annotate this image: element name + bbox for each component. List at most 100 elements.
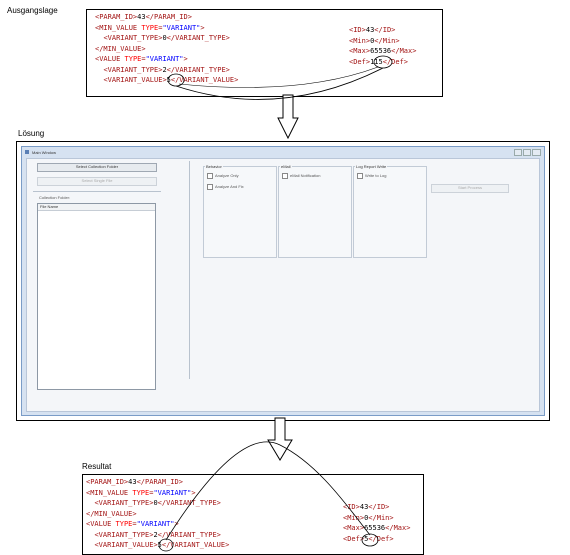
xml-token: <MIN_VALUE — [95, 23, 142, 32]
window-frame: Main Window Select Collection Folder Sel… — [21, 146, 545, 416]
xml-token: 5 — [157, 541, 162, 549]
xml-line: <VARIANT_TYPE>2</VARIANT_TYPE> — [95, 65, 230, 76]
xml-token: = — [132, 520, 137, 528]
file-list[interactable]: File Name — [37, 203, 156, 390]
checkbox-icon — [207, 184, 213, 190]
xml-line: <ID>43</ID> — [343, 502, 389, 513]
checkbox-icon — [282, 173, 288, 179]
xml-token: <MIN_VALUE — [86, 488, 133, 497]
label-ausgangslage: Ausgangslage — [7, 6, 58, 15]
xml-token: 65536 — [364, 524, 386, 532]
xml-token: 0 — [162, 34, 167, 42]
xml-token: <Def> — [349, 57, 371, 66]
xml-token: = — [141, 55, 146, 63]
xml-token: </Max> — [391, 47, 417, 55]
circle-result-value — [158, 538, 174, 552]
xml-token: </VARIANT_TYPE> — [166, 65, 230, 74]
file-list-header[interactable]: File Name — [38, 204, 155, 211]
xml-token: <VARIANT_TYPE> — [103, 34, 163, 42]
xml-line: <VARIANT_TYPE>0</VARIANT_TYPE> — [95, 33, 230, 44]
xml-token: TYPE — [115, 520, 133, 528]
label-resultat: Resultat — [82, 462, 112, 471]
xml-line: <VARIANT_VALUE>5</VARIANT_VALUE> — [86, 540, 229, 551]
select-collection-folder-button[interactable]: Select Collection Folder — [37, 163, 157, 172]
xml-token: <VARIANT_VALUE> — [103, 76, 167, 84]
xml-token: <VARIANT_VALUE> — [94, 541, 158, 549]
xml-line: <MIN_VALUE TYPE="VARIANT"> — [95, 23, 205, 34]
xml-token: <Max> — [349, 47, 371, 55]
checkbox-icon — [357, 173, 363, 179]
xml-line: <MIN_VALUE TYPE="VARIANT"> — [86, 488, 196, 499]
analyze-fix-checkbox[interactable]: Analyze And Fix — [207, 184, 244, 190]
xml-token: TYPE — [132, 488, 150, 497]
xml-token: </PARAM_ID> — [145, 13, 192, 21]
xml-token: <VARIANT_TYPE> — [94, 499, 154, 507]
xml-token: 43 — [365, 26, 375, 34]
xml-token: <Min> — [343, 513, 365, 522]
window-title: Main Window — [32, 150, 57, 155]
xml-token: 0 — [364, 513, 369, 522]
xml-token: > — [200, 23, 205, 32]
xml-line: </MIN_VALUE> — [95, 44, 146, 55]
xml-token: "VARIANT" — [153, 488, 192, 497]
minimize-icon[interactable] — [514, 149, 522, 156]
xml-token: </Def> — [368, 534, 394, 543]
xml-token: TYPE — [124, 55, 142, 63]
xml-token: </MIN_VALUE> — [95, 44, 146, 53]
source-xml-box: <PARAM_ID>43</PARAM_ID><MIN_VALUE TYPE="… — [86, 9, 443, 97]
xml-token: 43 — [137, 13, 146, 21]
email-notification-checkbox[interactable]: eMail Notification — [282, 173, 320, 179]
select-single-file-button[interactable]: Select Single File — [37, 177, 157, 186]
write-log-checkbox[interactable]: Write to Log — [357, 173, 387, 179]
xml-token: TYPE — [141, 23, 159, 32]
xml-token: </ID> — [368, 503, 390, 511]
circle-target-def — [373, 55, 393, 69]
mapping-curve-top-2 — [178, 66, 379, 88]
xml-token: </PARAM_ID> — [136, 478, 183, 486]
xml-token: </VARIANT_VALUE> — [161, 541, 230, 549]
xml-line: <Max>65536</Max> — [349, 46, 416, 57]
behavior-group-title: Behavior — [205, 164, 223, 169]
xml-line: <VALUE TYPE="VARIANT"> — [95, 54, 188, 65]
xml-line: <PARAM_ID>43</PARAM_ID> — [95, 12, 192, 23]
collection-folder-label: Collection Folder: — [39, 195, 71, 200]
mapping-curve-top — [175, 67, 384, 100]
xml-line: <VARIANT_TYPE>0</VARIANT_TYPE> — [86, 498, 220, 509]
xml-token: </VARIANT_VALUE> — [170, 76, 239, 84]
start-process-button[interactable]: Start Process — [431, 184, 509, 193]
label-loesung: Lösung — [18, 129, 45, 138]
xml-token: 65536 — [370, 47, 392, 55]
xml-token: 2 — [153, 530, 158, 539]
app-icon — [25, 150, 29, 154]
xml-token: 43 — [359, 503, 369, 511]
xml-token: <ID> — [343, 503, 360, 511]
circle-result-def — [361, 533, 379, 547]
xml-line: <Min>0</Min> — [349, 36, 400, 47]
xml-token: <Max> — [343, 524, 365, 532]
analyze-only-checkbox[interactable]: Analyze Only — [207, 173, 239, 179]
xml-token: "VARIANT" — [162, 23, 201, 32]
maximize-icon[interactable] — [523, 149, 531, 156]
vertical-splitter[interactable] — [189, 161, 190, 379]
xml-token: > — [191, 488, 196, 497]
xml-line: <ID>43</ID> — [349, 25, 395, 36]
xml-token: <Min> — [349, 36, 371, 45]
xml-token: </VARIANT_TYPE> — [166, 34, 230, 42]
left-divider — [33, 191, 161, 192]
close-icon[interactable] — [532, 149, 541, 156]
xml-token: <VARIANT_TYPE> — [94, 530, 154, 539]
xml-token: "VARIANT" — [136, 520, 175, 528]
email-group-title: eMail — [280, 164, 292, 169]
xml-token: </MIN_VALUE> — [86, 509, 137, 518]
xml-line: <Def>115</Def> — [349, 57, 408, 68]
xml-token: <PARAM_ID> — [95, 13, 138, 21]
solution-window-screenshot: Main Window Select Collection Folder Sel… — [16, 141, 550, 421]
down-arrow-bottom — [267, 417, 293, 461]
xml-line: <PARAM_ID>43</PARAM_ID> — [86, 477, 183, 488]
result-xml-box: <PARAM_ID>43</PARAM_ID><MIN_VALUE TYPE="… — [82, 474, 424, 555]
xml-token: <ID> — [349, 26, 366, 34]
checkbox-icon — [207, 173, 213, 179]
xml-line: </MIN_VALUE> — [86, 509, 137, 520]
xml-token: 115 — [370, 57, 383, 66]
